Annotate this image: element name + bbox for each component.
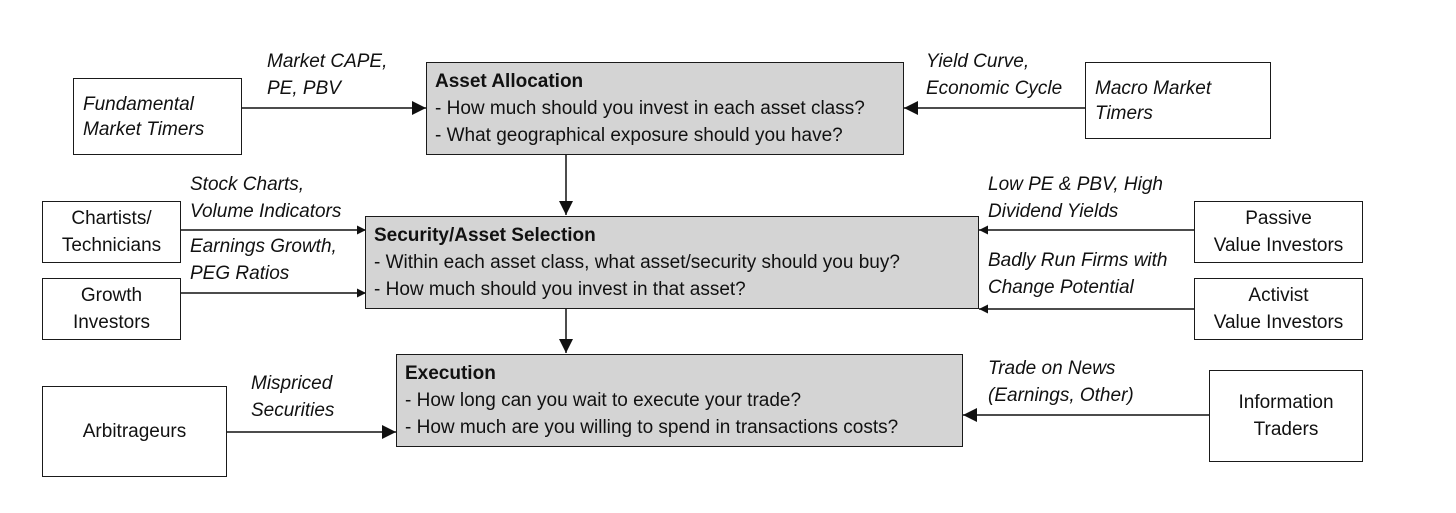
edge-label-market-cape: Market CAPE, PE, PBV <box>267 48 387 102</box>
actor-label: Chartists/ <box>71 208 152 229</box>
edge-label-line: Securities <box>251 400 335 421</box>
actor-label: Information <box>1238 392 1334 413</box>
asset-allocation-title: Asset Allocation <box>435 71 584 92</box>
actor-label: Macro Market <box>1095 77 1212 99</box>
edge-label-line: Dividend Yields <box>988 201 1119 222</box>
actor-label: Activist <box>1248 285 1309 306</box>
edge-label-line: Stock Charts, <box>190 174 305 195</box>
edge-label-line: Volume Indicators <box>190 201 342 222</box>
edge-label-line: Change Potential <box>988 277 1134 298</box>
edge-label-line: Economic Cycle <box>926 78 1063 99</box>
edge-label-line: Earnings Growth, <box>190 236 337 257</box>
actor-label: Value Investors <box>1213 235 1344 256</box>
edge-label-line: Badly Run Firms with <box>988 250 1168 271</box>
edge-label-line: Mispriced <box>251 373 333 394</box>
edge-label-line: PEG Ratios <box>190 263 290 284</box>
growth-investors-box: Growth Investors <box>42 278 181 340</box>
actor-label: Growth <box>80 285 143 306</box>
execution-box: Execution - How long can you wait to exe… <box>396 354 963 447</box>
information-traders-box: Information Traders <box>1209 370 1363 462</box>
macro-market-timers-box: Macro Market Timers <box>1085 62 1271 139</box>
fundamental-market-timers-box: Fundamental Market Timers <box>73 78 242 155</box>
edge-label-line: Low PE & PBV, High <box>988 174 1163 195</box>
security-selection-title: Security/Asset Selection <box>374 225 596 246</box>
edge-label-mispriced: Mispriced Securities <box>251 370 334 424</box>
actor-label: Fundamental <box>83 93 194 115</box>
edge-label-earnings-growth: Earnings Growth, PEG Ratios <box>190 233 337 287</box>
edge-label-badly-run: Badly Run Firms with Change Potential <box>988 247 1168 301</box>
passive-value-investors-box: Passive Value Investors <box>1194 201 1363 263</box>
edge-label-line: PE, PBV <box>267 78 341 99</box>
edge-label-yield-curve: Yield Curve, Economic Cycle <box>926 48 1062 102</box>
actor-label: Timers <box>1095 102 1153 124</box>
edge-label-line: Trade on News <box>988 358 1116 379</box>
security-selection-box: Security/Asset Selection - Within each a… <box>365 216 979 309</box>
edge-label-trade-on-news: Trade on News (Earnings, Other) <box>988 355 1134 409</box>
arbitrageurs-box: Arbitrageurs <box>42 386 227 477</box>
execution-question: - How long can you wait to execute your … <box>405 390 802 411</box>
chartists-technicians-box: Chartists/ Technicians <box>42 201 181 263</box>
asset-allocation-question: - What geographical exposure should you … <box>435 125 843 146</box>
actor-label: Investors <box>72 312 151 333</box>
actor-label: Passive <box>1245 208 1312 229</box>
actor-label: Technicians <box>61 235 162 256</box>
edge-label-line: (Earnings, Other) <box>988 385 1134 406</box>
edge-label-line: Market CAPE, <box>267 51 388 72</box>
edge-label-stock-charts: Stock Charts, Volume Indicators <box>190 171 341 225</box>
execution-title: Execution <box>405 363 496 384</box>
execution-question: - How much are you willing to spend in t… <box>405 417 899 438</box>
security-selection-question: - How much should you invest in that ass… <box>374 279 746 300</box>
actor-label: Value Investors <box>1213 312 1344 333</box>
edge-label-low-pe: Low PE & PBV, High Dividend Yields <box>988 171 1163 225</box>
actor-label: Market Timers <box>83 118 205 140</box>
actor-label: Traders <box>1253 419 1319 440</box>
actor-label: Arbitrageurs <box>82 421 187 442</box>
asset-allocation-box: Asset Allocation - How much should you i… <box>426 62 904 155</box>
asset-allocation-question: - How much should you invest in each ass… <box>435 98 865 119</box>
edge-label-line: Yield Curve, <box>926 51 1030 72</box>
activist-value-investors-box: Activist Value Investors <box>1194 278 1363 340</box>
security-selection-question: - Within each asset class, what asset/se… <box>374 252 900 273</box>
